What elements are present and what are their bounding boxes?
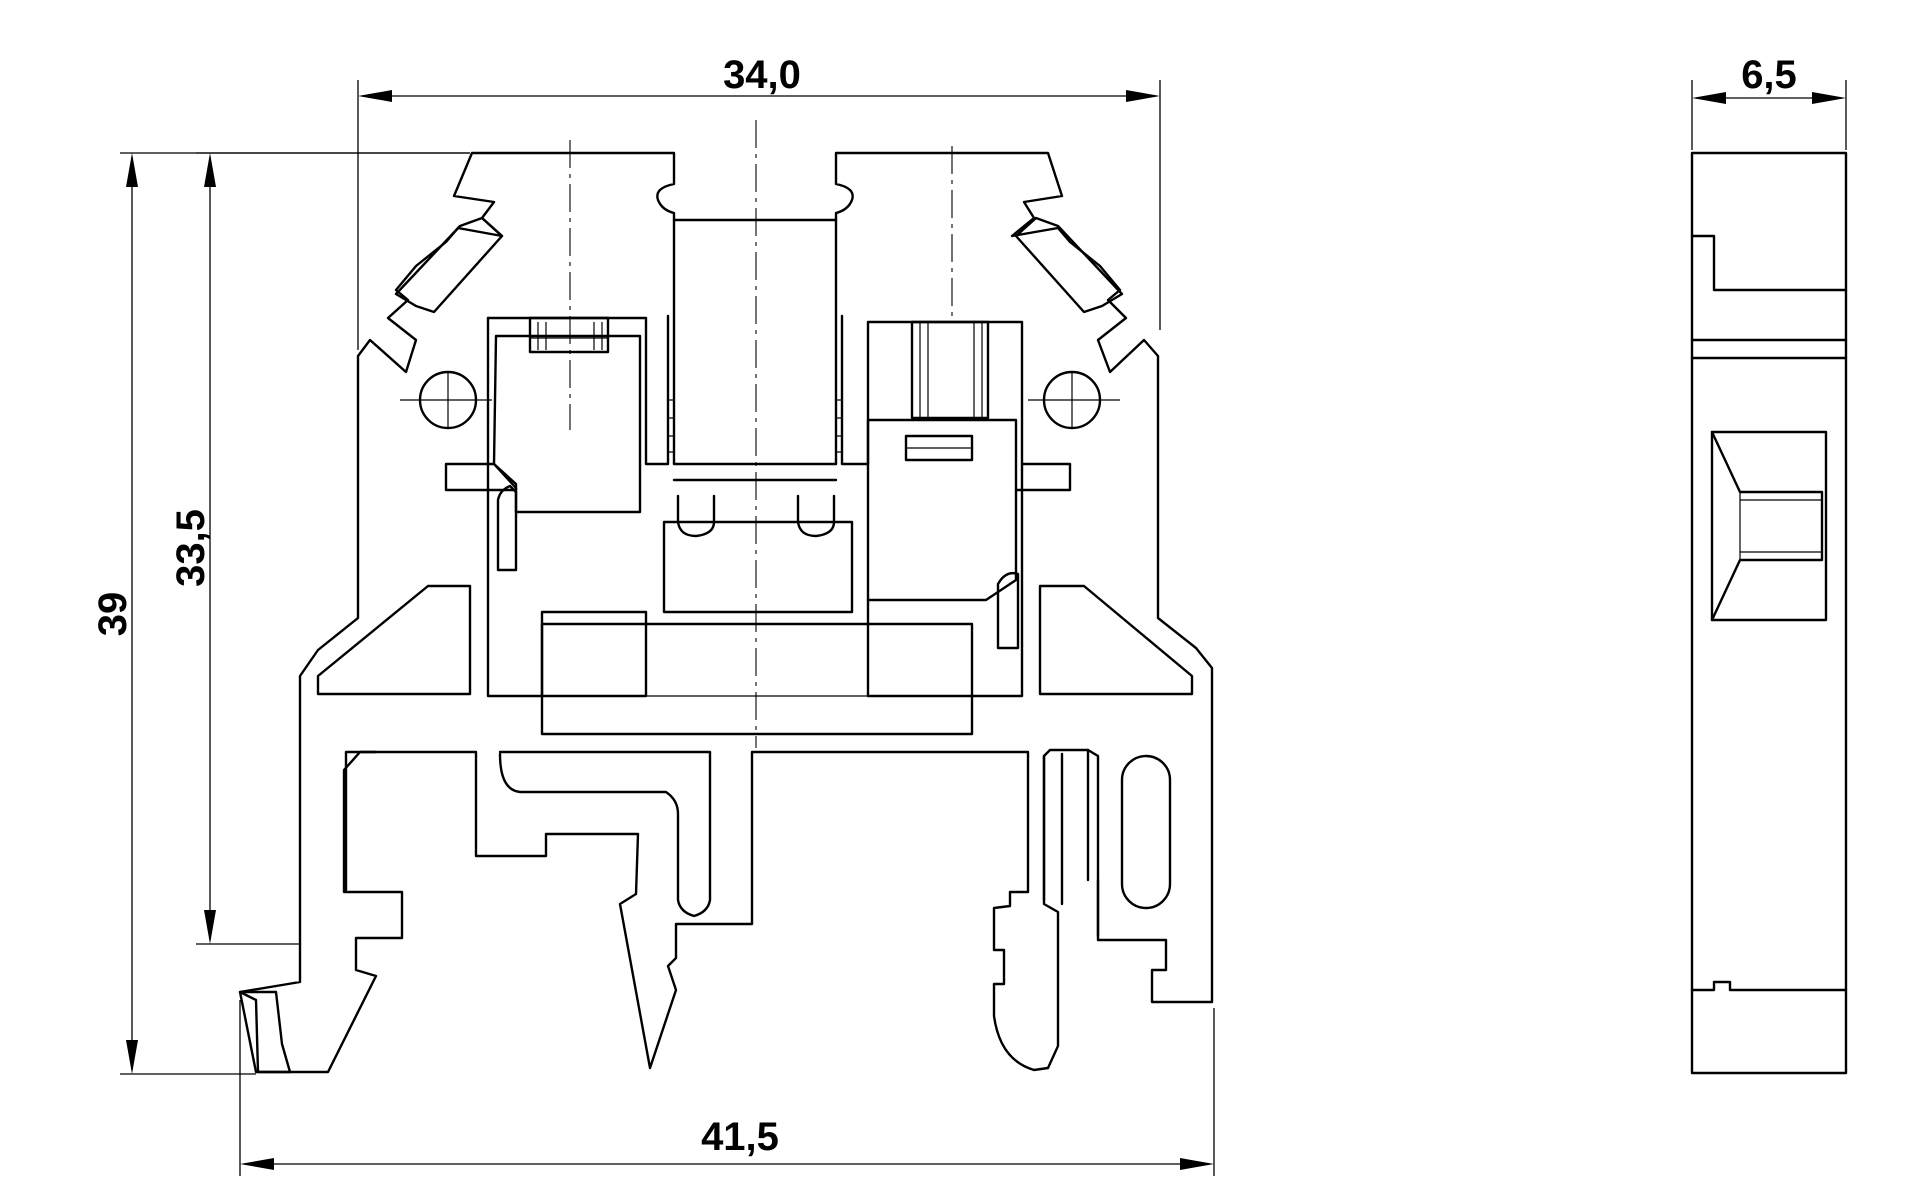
- left-web: [316, 584, 472, 696]
- left-screw-lines: [530, 322, 608, 350]
- dimension-label-height: 39: [91, 592, 135, 637]
- right-foot-step: [1086, 748, 1100, 938]
- dimension-top: 34,0: [357, 53, 1161, 350]
- right-web: [1038, 584, 1194, 696]
- right-spring: [996, 571, 1020, 650]
- central-channel-floor: [672, 462, 838, 482]
- left-foot-slot: [344, 750, 378, 892]
- left-mounting-hole: [400, 370, 492, 430]
- dimension-label-side: 6,5: [1741, 53, 1797, 97]
- left-clip-slot: [394, 216, 504, 314]
- mid-box-notches: [676, 494, 836, 538]
- right-clamp-tab: [1014, 462, 1072, 492]
- right-clamp-box: [840, 314, 1024, 472]
- bus-bar: [540, 622, 974, 736]
- dimension-total-height: 39: [91, 152, 470, 1075]
- dimension-label-top: 34,0: [723, 53, 801, 97]
- channel-ribs: [668, 399, 842, 453]
- side-band: [1690, 338, 1848, 360]
- dimension-label-bottom: 41,5: [701, 1115, 779, 1159]
- dimension-side: 6,5: [1691, 53, 1847, 150]
- side-bottom-step: [1690, 980, 1848, 992]
- center-hook: [498, 750, 712, 918]
- side-view: [1690, 151, 1848, 1075]
- right-mounting-hole: [1028, 370, 1120, 430]
- side-window-detail: [1711, 432, 1822, 620]
- dimension-label-inner-height: 33,5: [169, 509, 213, 587]
- right-screw-lines: [906, 322, 983, 449]
- front-view: [238, 120, 1214, 1074]
- left-latch: [238, 990, 292, 1074]
- inner-left-wall: [486, 316, 648, 698]
- left-spring: [496, 484, 518, 572]
- side-window-inner: [1710, 430, 1824, 622]
- mid-box: [662, 520, 854, 614]
- side-window: [1710, 430, 1828, 622]
- central-channel: [672, 218, 838, 466]
- right-screw-body: [910, 320, 990, 420]
- right-inner-slot: [1042, 752, 1064, 906]
- side-body: [1690, 151, 1848, 1075]
- left-clamp-tab: [444, 462, 518, 492]
- right-clamp-inner: [866, 418, 1018, 602]
- dimension-bottom: 41,5: [239, 1000, 1215, 1176]
- dimension-inner-height: 33,5: [169, 152, 470, 945]
- right-oval-slot: [1120, 754, 1172, 910]
- right-clip-slot: [1014, 216, 1124, 314]
- left-screw-head: [528, 316, 610, 354]
- side-top-step: [1690, 234, 1848, 292]
